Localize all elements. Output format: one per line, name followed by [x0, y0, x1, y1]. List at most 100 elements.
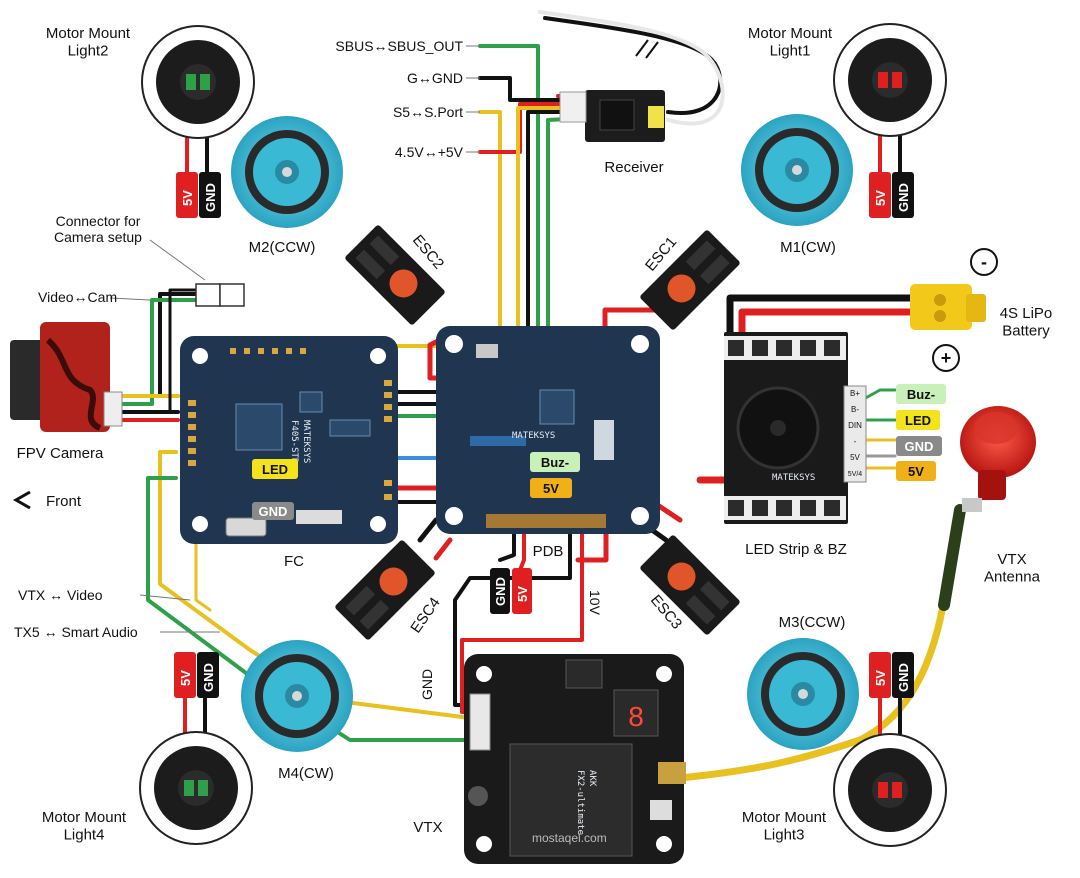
- motor-m4-label: M4(CW): [278, 765, 334, 782]
- esc4-label: ESC4: [407, 594, 443, 636]
- mount-light-4: [139, 731, 253, 845]
- pdb-label: PDB: [533, 543, 564, 560]
- strip-gnd-pill-text: GND: [905, 439, 934, 454]
- esc2: [345, 225, 445, 325]
- light1-gnd-text: GND: [896, 183, 911, 212]
- power-label: 4.5V↔+5V: [395, 144, 464, 160]
- esc4: [335, 540, 435, 640]
- battery-minus-icon: -: [970, 248, 998, 276]
- battery-connector: [910, 284, 986, 330]
- battery-plus-icon: +: [932, 344, 960, 372]
- light1-gnd-tag: GND: [892, 172, 914, 218]
- motor-m1-label: M1(CW): [780, 239, 836, 256]
- camera-connector: [195, 283, 245, 307]
- motor-m4: [241, 640, 353, 752]
- motor-m3: [747, 638, 859, 750]
- led-strip-board: MATEKSYS: [724, 332, 848, 524]
- strip-led-pill: LED: [896, 410, 940, 430]
- light3-5v-text: 5V: [873, 670, 888, 686]
- vtx-label: VTX: [413, 819, 442, 836]
- vtx-display-digit: 8: [628, 701, 644, 732]
- pdb-buz-pill: Buz-: [530, 452, 580, 472]
- vtx-board: 8 AKK FX2-ultimate mostaqel.com: [464, 654, 686, 864]
- strip-gnd-pill: GND: [896, 436, 942, 456]
- light4-5v-text: 5V: [178, 670, 193, 686]
- light1-5v-tag: 5V: [869, 172, 891, 218]
- strip-buz-pill: Buz-: [896, 384, 946, 404]
- led-strip-pad-column: B+ B- DIN - 5V 5V/4: [843, 385, 867, 483]
- video-cam-label: Video↔Cam: [38, 289, 117, 305]
- pdb-5v-pill-text: 5V: [543, 481, 559, 496]
- motor-m1: [741, 114, 853, 226]
- receiver-board: Receiver: [559, 90, 665, 176]
- vtx-brand-label: AKK: [587, 770, 597, 787]
- led-strip-brand: MATEKSYS: [772, 473, 815, 483]
- fc-label: FC: [284, 553, 304, 570]
- pad-label-2: B-: [851, 405, 859, 414]
- watermark-text: mostaqel.com: [532, 831, 607, 845]
- light1-5v-text: 5V: [873, 190, 888, 206]
- strip-buz-pill-text: Buz-: [907, 387, 935, 402]
- fpv-camera-label: FPV Camera: [17, 445, 104, 462]
- front-label: Front: [46, 493, 82, 510]
- vtx-model-label: FX2-ultimate: [575, 770, 585, 835]
- pad-label-5: 5V: [850, 453, 860, 462]
- mount-light-3: [833, 733, 947, 847]
- pad-label-3: DIN: [848, 421, 862, 430]
- strip-5v-pill-text: 5V: [908, 464, 924, 479]
- strip-5v-pill: 5V: [896, 461, 936, 481]
- antenna-break-icon: [635, 39, 659, 59]
- pdb-5v-tag-text: 5V: [515, 586, 530, 602]
- flight-controller-board: MATEKSYS F405-STD: [180, 336, 398, 544]
- light2-5v-tag: 5V: [176, 172, 198, 218]
- vtx-gnd-label: GND: [419, 669, 435, 700]
- pad-label-6: 5V/4: [848, 471, 863, 478]
- receiver-label: Receiver: [604, 159, 663, 176]
- pdb-10v-label: 10V: [587, 590, 603, 616]
- motor-m2-label: M2(CCW): [249, 239, 316, 256]
- pad-label-4: -: [854, 437, 857, 446]
- pdb-5v-pill: 5V: [530, 478, 572, 498]
- pdb-brand-label: MATEKSYS: [512, 431, 555, 441]
- pdb-gnd-tag-text: GND: [493, 577, 508, 606]
- pdb-5v-tag: 5V: [512, 568, 532, 614]
- light4-gnd-tag: GND: [197, 652, 219, 698]
- pdb-buz-pill-text: Buz-: [541, 455, 569, 470]
- smart-audio-label: TX5 ↔ Smart Audio: [14, 624, 138, 640]
- fc-led-pill: LED: [252, 459, 298, 479]
- mount-light-2: [141, 25, 255, 139]
- fc-brand-label: MATEKSYS: [301, 420, 311, 463]
- light3-5v-tag: 5V: [869, 652, 891, 698]
- motor-m3-label: M3(CCW): [779, 614, 846, 631]
- led-strip-label: LED Strip & BZ: [745, 541, 847, 558]
- vtx-antenna: [960, 406, 1036, 512]
- fc-gnd-pill-text: GND: [259, 504, 288, 519]
- fc-model-label: F405-STD: [289, 420, 299, 463]
- motor-m2: [231, 116, 343, 228]
- sport-label: S5↔S.Port: [393, 104, 463, 120]
- vtx-video-label: VTX ↔ Video: [18, 587, 103, 603]
- light3-gnd-text: GND: [896, 663, 911, 692]
- light2-gnd-text: GND: [203, 183, 218, 212]
- fc-led-pill-text: LED: [262, 462, 288, 477]
- battery-plus-text: +: [941, 348, 952, 368]
- fc-gnd-pill: GND: [252, 502, 294, 520]
- light4-gnd-text: GND: [201, 663, 216, 692]
- sbus-label: SBUS↔SBUS_OUT: [335, 38, 463, 54]
- esc1: [640, 230, 740, 330]
- light2-5v-text: 5V: [180, 190, 195, 206]
- esc3: [640, 535, 740, 635]
- pdb-gnd-tag: GND: [490, 568, 510, 614]
- pad-label-1: B+: [850, 389, 860, 398]
- mount-light-1: [833, 23, 947, 137]
- light3-gnd-tag: GND: [892, 652, 914, 698]
- light4-5v-tag: 5V: [174, 652, 196, 698]
- light2-gnd-tag: GND: [199, 172, 221, 218]
